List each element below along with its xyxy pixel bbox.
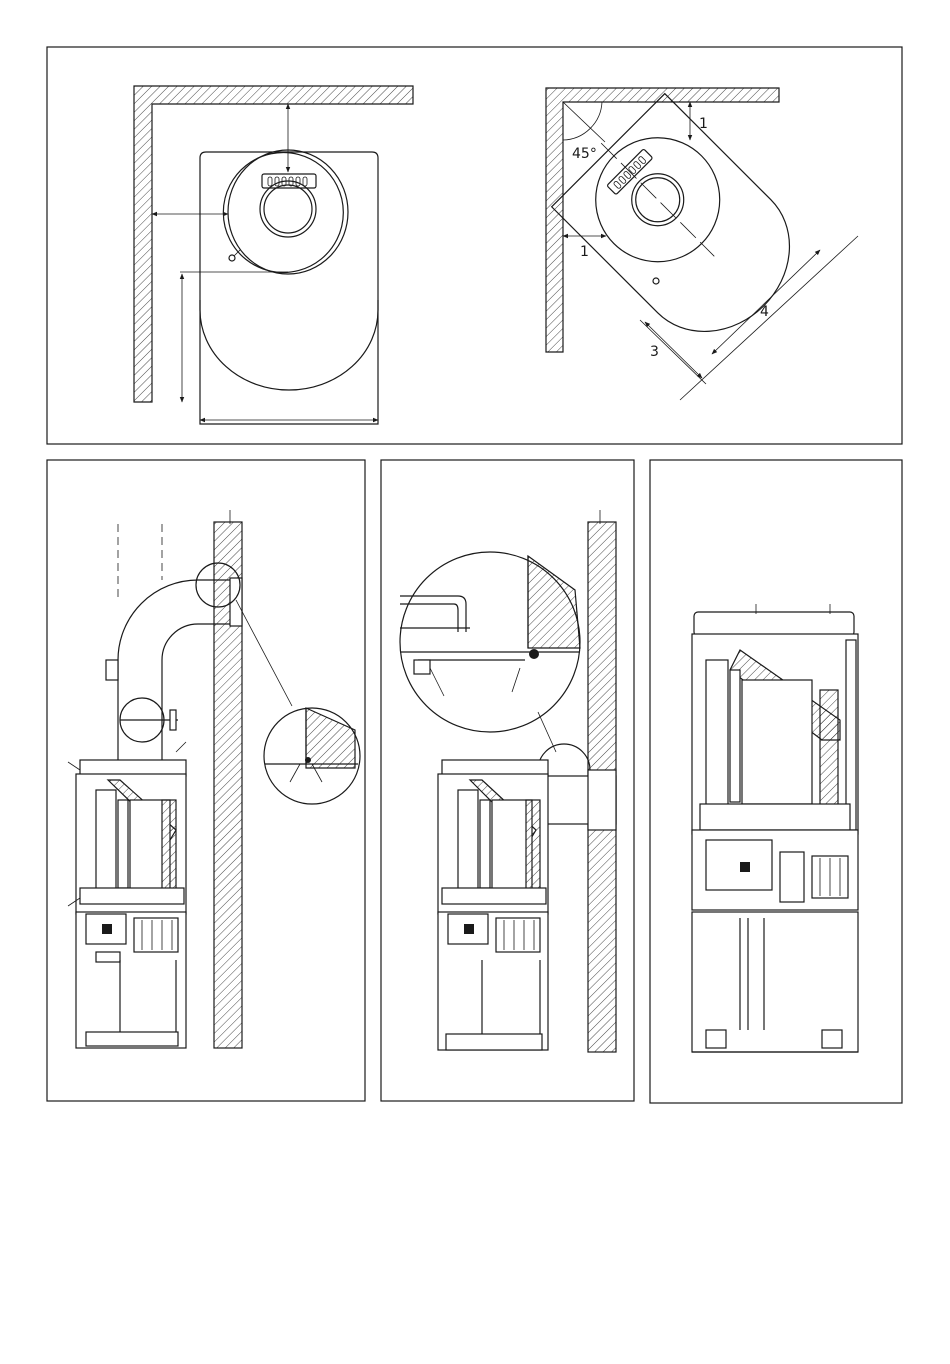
- stove-top-flue-section: [692, 604, 858, 1052]
- wall-layout-straight: [134, 86, 413, 424]
- stove-side-flue-section: [400, 510, 616, 1052]
- dim-side-label: 1: [580, 244, 589, 260]
- wall-corner-left: [134, 86, 413, 402]
- top-panel-frame: [47, 47, 902, 444]
- angle-label: 45°: [572, 146, 597, 162]
- stove-rear-flue-section: [68, 510, 360, 1048]
- dim-width-label: 4: [760, 304, 769, 320]
- dim-depth-label: 3: [650, 344, 659, 360]
- wall-layout-corner: 45° 1 1 3 4: [545, 87, 858, 400]
- wall-corner-right: [546, 88, 779, 352]
- dim-back-label: 1: [699, 116, 708, 132]
